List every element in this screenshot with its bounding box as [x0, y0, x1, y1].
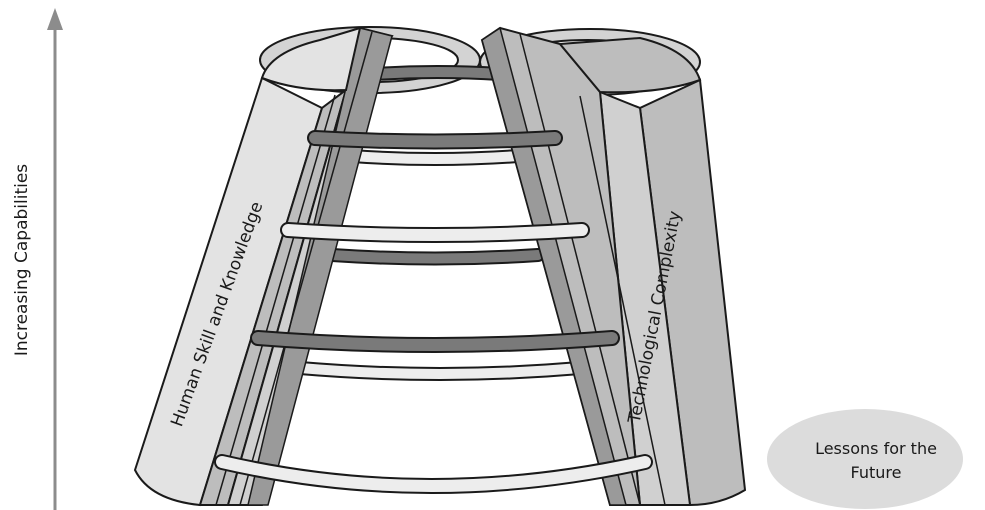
- rung-back-2-fill: [352, 156, 518, 159]
- callout-line-1: Lessons for the: [815, 439, 937, 458]
- axis-arrowhead-icon: [47, 8, 63, 30]
- lessons-callout: Lessons for the Future: [767, 409, 963, 509]
- axis-label: Increasing Capabilities: [12, 164, 32, 356]
- rung-front-1-fill: [315, 138, 555, 142]
- rung-front-3-fill: [258, 338, 612, 345]
- callout-line-2: Future: [851, 463, 902, 482]
- rung-back-1-fill: [375, 72, 500, 74]
- rung-back-3-fill: [332, 255, 538, 259]
- callout-bubble: [767, 409, 963, 509]
- rung-front-2-fill: [288, 230, 582, 235]
- left-rail: [135, 28, 392, 505]
- capability-axis: [47, 8, 63, 510]
- right-rail: [482, 28, 745, 505]
